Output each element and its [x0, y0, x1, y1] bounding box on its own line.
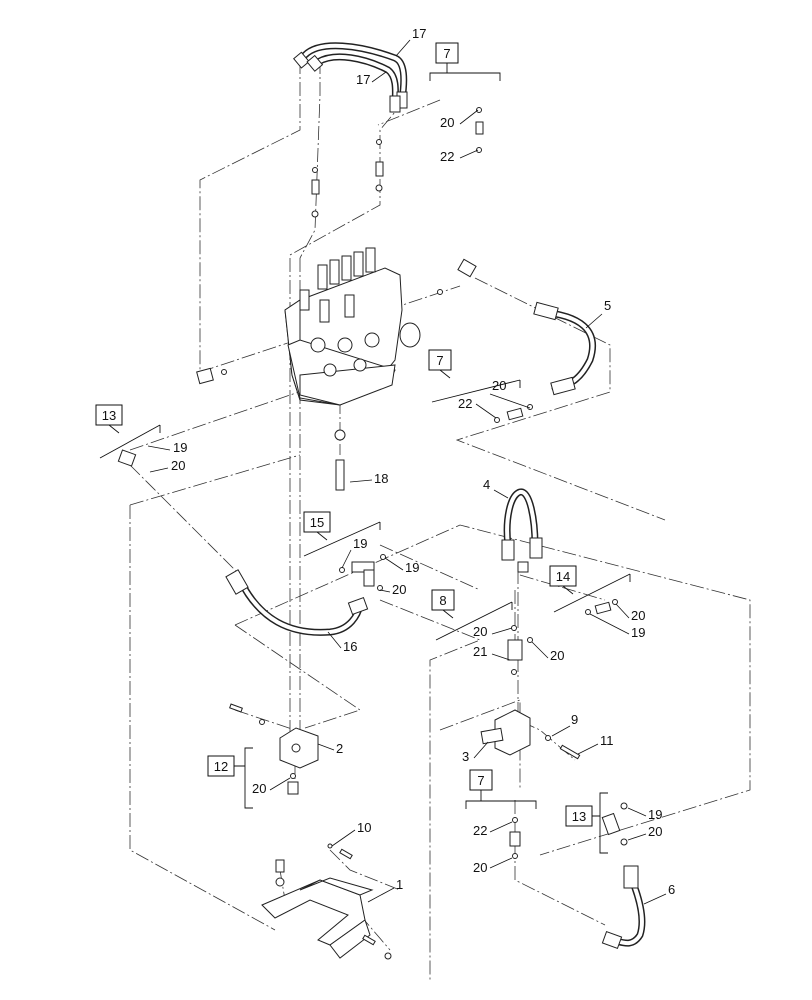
hose-assembly-17: [293, 42, 408, 113]
kit-bracket-k7c: [465, 790, 537, 809]
callout-c20d: 20: [392, 582, 406, 597]
callout-c19b: 19: [353, 536, 367, 551]
callout-c4: 4: [483, 477, 490, 492]
leader-lines: [147, 39, 667, 905]
callout-c10: 10: [357, 820, 371, 835]
callout-c20j: 20: [473, 860, 487, 875]
valve-3: [480, 709, 581, 760]
kit-label-k14: 14: [556, 569, 570, 584]
kit-bracket-k15: [303, 521, 381, 557]
callout-c1: 1: [396, 877, 403, 892]
kit-label-k8: 8: [439, 593, 446, 608]
callout-c20i: 20: [648, 824, 662, 839]
kit-boxes: 7 7 13 15 14 8 12 7 13: [95, 42, 631, 854]
kit-bracket-k12: [234, 747, 253, 809]
callout-c20a: 20: [440, 115, 454, 130]
center-lines: [129, 60, 751, 980]
callout-c20g: 20: [550, 648, 564, 663]
kit-label-k7c: 7: [477, 773, 484, 788]
hose-5: [533, 301, 596, 396]
callout-c22a: 22: [440, 149, 454, 164]
callout-c19d: 19: [631, 625, 645, 640]
callout-c3: 3: [462, 749, 469, 764]
callout-c18: 18: [374, 471, 388, 486]
kit-bracket-k14: [553, 573, 631, 613]
block-2: [229, 703, 319, 795]
kit-label-k12: 12: [214, 759, 228, 774]
hose-6: [601, 802, 646, 950]
callout-c9: 9: [571, 712, 578, 727]
fittings-kit-7c: [509, 817, 521, 859]
hose-16: [225, 569, 369, 636]
callout-c16: 16: [343, 639, 357, 654]
elbow-fittings: [117, 258, 477, 467]
callout-c20b: 20: [492, 378, 506, 393]
hose-4: [501, 488, 543, 573]
callout-c17a: 17: [412, 26, 426, 41]
callout-c20f: 20: [473, 624, 487, 639]
callout-c5: 5: [604, 298, 611, 313]
kit-bracket-k7a: [429, 63, 501, 81]
callout-c20c: 20: [171, 458, 185, 473]
callout-c20e: 20: [631, 608, 645, 623]
callout-c6: 6: [668, 882, 675, 897]
fitting-kit-14: [585, 599, 618, 615]
kit-bracket-k8: [435, 601, 513, 641]
callout-c17b: 17: [356, 72, 370, 87]
kit-bracket-k7b: [431, 369, 521, 403]
callout-c19a: 19: [173, 440, 187, 455]
bracket-1: [261, 843, 392, 960]
fittings-top: [311, 107, 484, 218]
kit-label-k7a: 7: [443, 46, 450, 61]
kit-label-k15: 15: [310, 515, 324, 530]
callout-c22c: 22: [473, 823, 487, 838]
callout-c20h: 20: [252, 781, 266, 796]
callout-c11: 11: [600, 733, 614, 748]
kit-label-k7b: 7: [436, 353, 443, 368]
elbow-21: [507, 625, 533, 675]
callout-c2: 2: [336, 741, 343, 756]
kit-label-k13a: 13: [102, 408, 116, 423]
callout-c21: 21: [473, 644, 487, 659]
callout-c19e: 19: [648, 807, 662, 822]
kit-bracket-k13a: [99, 424, 161, 459]
callout-c22b: 22: [458, 396, 472, 411]
kit-label-k13b: 13: [572, 809, 586, 824]
control-valve-block: [284, 247, 421, 491]
kit-bracket-k13b: [592, 792, 608, 854]
callout-c19c: 19: [405, 560, 419, 575]
